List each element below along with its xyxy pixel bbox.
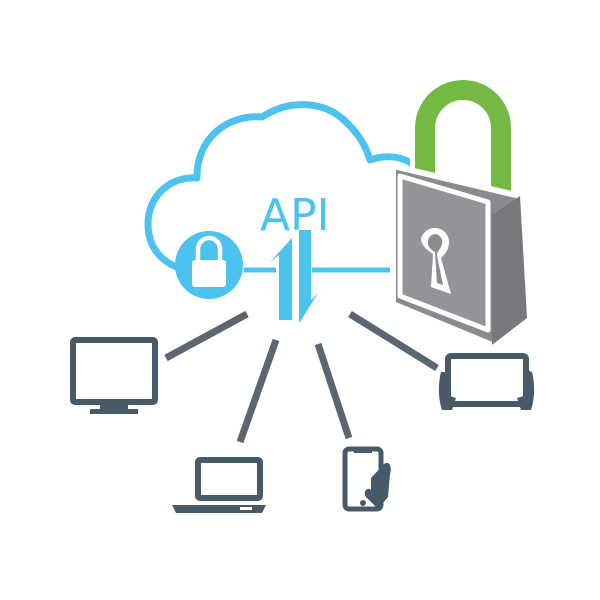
connector-laptop: [236, 338, 280, 444]
cloud-icon: [144, 101, 434, 276]
connector-phone: [314, 342, 353, 440]
padlock-icon: [175, 231, 243, 299]
updown-arrows-icon: [270, 230, 318, 322]
secure-padlock-icon: [390, 75, 530, 348]
api-label: API: [260, 190, 330, 241]
connector-desktop: [164, 310, 249, 362]
device-connectors: [164, 310, 439, 444]
laptop-icon: [172, 457, 266, 513]
connector-tablet: [348, 311, 439, 371]
desktop-monitor-icon: [70, 337, 158, 414]
smartphone-icon: [342, 446, 391, 512]
tablet-icon: [438, 353, 535, 410]
